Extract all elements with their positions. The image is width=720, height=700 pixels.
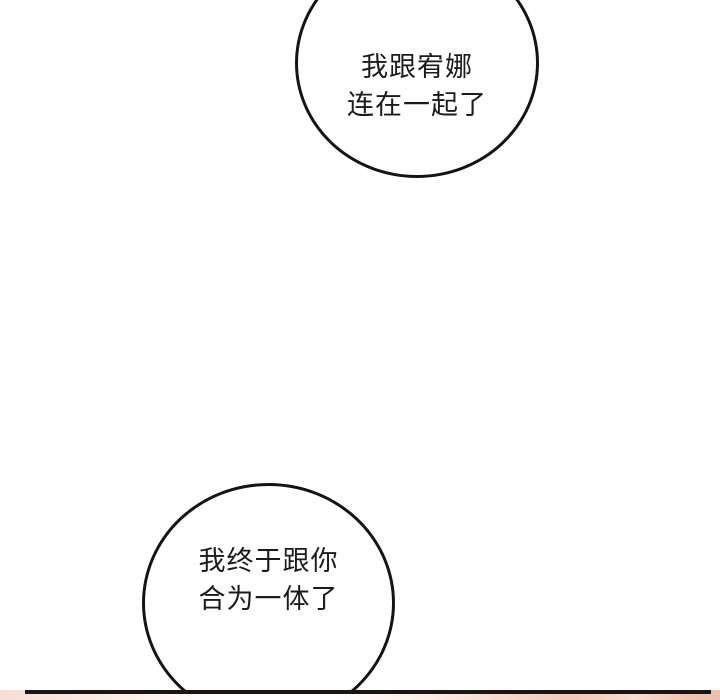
speech-balloon-top: 我跟宥娜 连在一起了 bbox=[295, 0, 539, 178]
next-panel-strip bbox=[0, 690, 720, 700]
speech-balloon-bottom-line-2: 合为一体了 bbox=[198, 584, 339, 614]
panel-divider-line bbox=[25, 690, 711, 694]
speech-balloon-top-line-1: 我跟宥娜 bbox=[361, 51, 473, 82]
speech-balloon-top-line-2: 连在一起了 bbox=[347, 90, 487, 120]
speech-balloon-bottom-line-1: 我终于跟你 bbox=[198, 545, 339, 576]
speech-balloon-bottom: 我终于跟你 合为一体了 bbox=[142, 483, 395, 700]
